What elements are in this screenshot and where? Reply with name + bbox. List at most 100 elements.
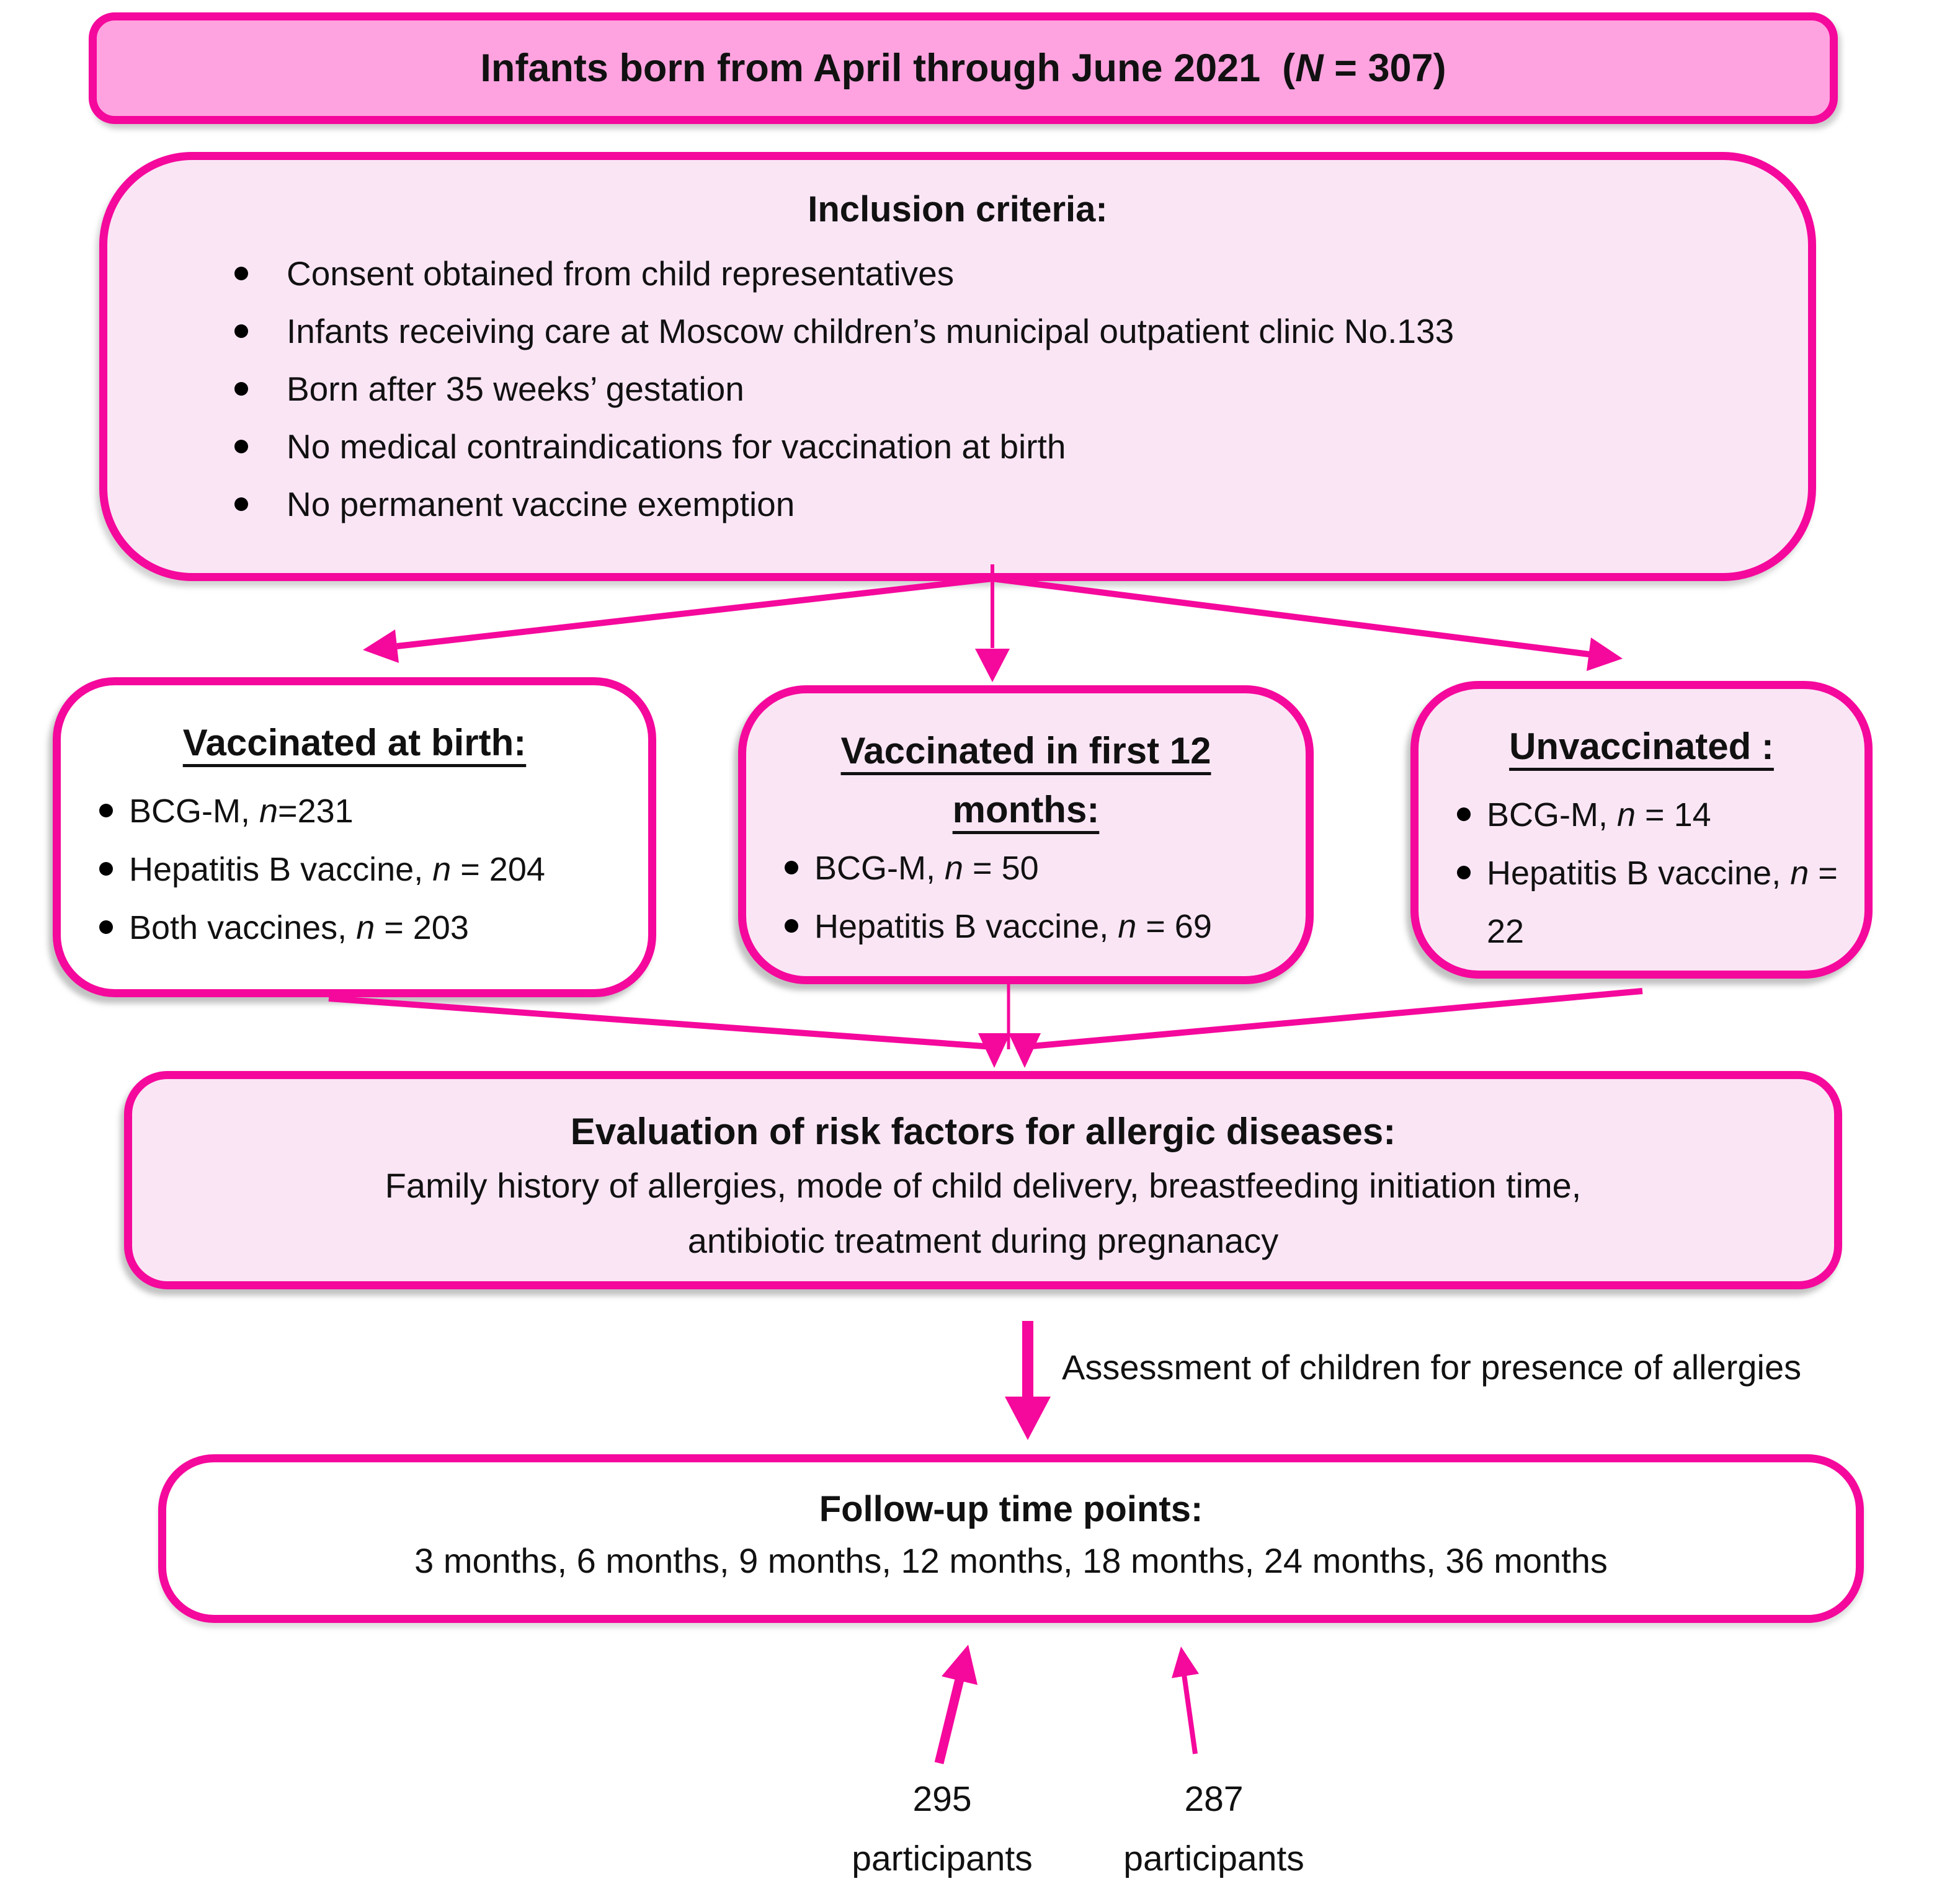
item-text-pre: Hepatitis B vaccine, <box>1487 855 1791 892</box>
item-text: No medical contraindications for vaccina… <box>287 427 1066 466</box>
bullet-icon <box>1457 807 1471 821</box>
follow-up-timepoints: 3 months, 6 months, 9 months, 12 months,… <box>414 1541 1608 1580</box>
outcome-287-participants: 287 participants <box>1071 1777 1356 1880</box>
list-item: BCG-M, n = 50 <box>785 839 1291 897</box>
infants-born-box: Infants born from April through June 202… <box>89 12 1838 124</box>
bullet-list: BCG-M, n = 50 Hepatitis B vaccine, n = 6… <box>746 839 1306 956</box>
item-text-pre: Hepatitis B vaccine, <box>129 851 433 888</box>
infants-born-text-post: = 307) <box>1323 47 1446 90</box>
bullet-icon <box>234 497 248 511</box>
arrow-295-participants-to-follow-up <box>934 1645 978 1764</box>
infants-born-text: Infants born from April through June 202… <box>480 46 1446 91</box>
list-item: Hepatitis B vaccine, n = 22 <box>1457 844 1850 961</box>
n-variable: n <box>1118 908 1137 945</box>
inclusion-criteria-title: Inclusion criteria: <box>808 189 1108 229</box>
participant-label: participants <box>852 1839 1033 1878</box>
item-text: Hepatitis B vaccine, n = 204 <box>129 840 545 899</box>
item-text-pre: BCG-M, <box>1487 796 1617 833</box>
evaluation-body: Family history of allergies, mode of chi… <box>132 1158 1834 1268</box>
bullet-icon <box>99 804 113 817</box>
n-variable: n <box>1617 796 1636 833</box>
arrow-inclusion-to-vaccinated-12m <box>975 564 1010 682</box>
list-item: Hepatitis B vaccine, n = 204 <box>99 840 633 899</box>
vaccinated-at-birth-box: Vaccinated at birth: BCG-M, n=231 Hepati… <box>53 677 656 997</box>
item-text-post: = 14 <box>1636 796 1711 833</box>
box-title: Vaccinated at birth: <box>61 713 648 772</box>
box-title-line: Vaccinated at birth: <box>182 722 527 763</box>
item-text: Consent obtained from child representati… <box>287 254 955 293</box>
bullet-icon <box>234 440 248 453</box>
item-text-post: = 69 <box>1136 908 1212 945</box>
vaccinated-first-12-months-box: Vaccinated in first 12 months: BCG-M, n … <box>738 685 1314 984</box>
box-title-line: Vaccinated in first 12 <box>840 730 1211 771</box>
item-text-pre: BCG-M, <box>129 793 259 830</box>
item-text-pre: Hepatitis B vaccine, <box>814 908 1118 945</box>
item-text-pre: Both vaccines, <box>129 909 357 946</box>
item-text-post: = 50 <box>963 850 1039 887</box>
box-title-line: Unvaccinated : <box>1509 726 1774 767</box>
participant-label: participants <box>1123 1839 1304 1878</box>
list-item: Infants receiving care at Moscow childre… <box>234 303 1783 360</box>
assessment-label: Assessment of children for presence of a… <box>1062 1348 1802 1387</box>
list-item: Both vaccines, n = 203 <box>99 899 633 957</box>
bullet-icon <box>234 382 248 396</box>
n-variable: n <box>432 851 452 888</box>
participant-count: 295 <box>912 1779 972 1819</box>
arrow-287-participants-to-follow-up <box>1172 1647 1199 1754</box>
item-text: Hepatitis B vaccine, n = 69 <box>814 897 1212 956</box>
unvaccinated-box: Unvaccinated : BCG-M, n = 14 Hepatitis B… <box>1410 681 1873 979</box>
item-text: Born after 35 weeks’ gestation <box>287 370 744 408</box>
bullet-icon <box>234 267 248 280</box>
infants-born-text-pre: Infants born from April through June 202… <box>480 47 1296 90</box>
arrow-unvaccinated-to-evaluation <box>1009 988 1643 1068</box>
arrow-inclusion-to-vaccinated-at-birth <box>363 576 993 663</box>
list-item: No permanent vaccine exemption <box>234 476 1783 533</box>
list-item: Consent obtained from child representati… <box>234 245 1783 303</box>
box-title: Vaccinated in first 12 months: <box>746 721 1306 839</box>
bullet-icon <box>785 919 798 933</box>
follow-up-box: Follow-up time points: 3 months, 6 month… <box>158 1454 1864 1623</box>
follow-up-title: Follow-up time points: <box>819 1489 1203 1529</box>
item-text-pre: BCG-M, <box>814 850 945 887</box>
arrow-vaccinated-at-birth-to-evaluation <box>328 995 1010 1068</box>
bullet-icon <box>785 861 798 874</box>
evaluation-line: Family history of allergies, mode of chi… <box>385 1166 1582 1205</box>
n-variable: n <box>945 850 964 887</box>
item-text: No permanent vaccine exemption <box>287 485 795 523</box>
item-text: Both vaccines, n = 203 <box>129 899 469 957</box>
item-text: BCG-M, n = 50 <box>814 839 1039 897</box>
list-item: Hepatitis B vaccine, n = 69 <box>785 897 1291 956</box>
list-item: BCG-M, n = 14 <box>1457 786 1850 844</box>
bullet-icon <box>234 324 248 338</box>
evaluation-line: antibiotic treatment during pregnanacy <box>687 1221 1279 1260</box>
bullet-list: BCG-M, n=231 Hepatitis B vaccine, n = 20… <box>61 782 648 957</box>
item-text: BCG-M, n=231 <box>129 782 354 840</box>
participant-count: 287 <box>1184 1779 1244 1819</box>
item-text: Infants receiving care at Moscow childre… <box>287 312 1454 350</box>
item-text-post: = 22 <box>1487 855 1838 950</box>
bullet-icon <box>1457 866 1471 879</box>
item-text: Hepatitis B vaccine, n = 22 <box>1487 844 1850 961</box>
arrow-inclusion-to-unvaccinated <box>992 576 1623 671</box>
outcome-295-participants: 295 participants <box>800 1777 1085 1880</box>
box-title: Unvaccinated : <box>1419 717 1864 776</box>
item-text-post: = 203 <box>375 909 469 946</box>
evaluation-title: Evaluation of risk factors for allergic … <box>570 1111 1396 1152</box>
bullet-icon <box>99 862 113 876</box>
bullet-list: BCG-M, n = 14 Hepatitis B vaccine, n = 2… <box>1419 786 1864 961</box>
item-text-post: = 204 <box>451 851 545 888</box>
box-title-line: months: <box>952 789 1100 830</box>
inclusion-criteria-box: Inclusion criteria: Consent obtained fro… <box>99 152 1816 581</box>
sample-size-variable: N <box>1295 47 1324 90</box>
n-variable: n <box>356 909 375 946</box>
risk-factor-evaluation-box: Evaluation of risk factors for allergic … <box>124 1071 1842 1289</box>
item-text: BCG-M, n = 14 <box>1487 786 1711 844</box>
inclusion-criteria-list: Consent obtained from child representati… <box>107 245 1808 533</box>
list-item: No medical contraindications for vaccina… <box>234 418 1783 476</box>
n-variable: n <box>259 793 278 830</box>
item-text-post: =231 <box>278 793 354 830</box>
bullet-icon <box>99 920 113 934</box>
n-variable: n <box>1790 855 1809 892</box>
arrow-evaluation-to-follow-up <box>1005 1321 1051 1440</box>
